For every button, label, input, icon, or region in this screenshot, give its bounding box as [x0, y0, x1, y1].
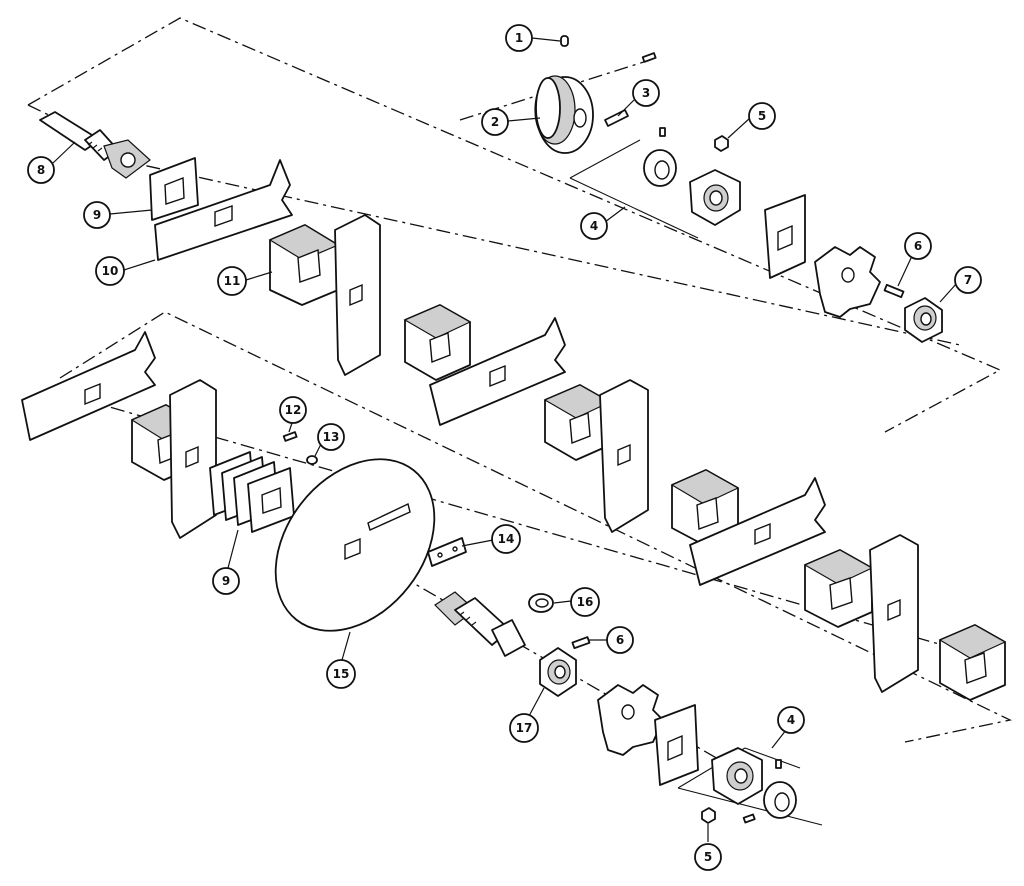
cam-plate-lower	[597, 684, 664, 756]
hex-nut-part-17	[539, 647, 577, 697]
callout-label: 7	[964, 273, 972, 287]
callout-9-lower: 9	[212, 567, 240, 595]
callout-4-upper: 4	[580, 212, 608, 240]
flange-bearing-lower	[711, 747, 763, 805]
callout-label: 11	[224, 274, 241, 288]
callout-label: 4	[590, 219, 598, 233]
spacer-block-upper-2	[403, 304, 472, 381]
shaft-lower	[434, 591, 526, 657]
long-bar-part-10-upper	[154, 159, 293, 261]
callout-label: 6	[914, 239, 922, 253]
small-pin-upper	[641, 52, 657, 63]
callout-17: 17	[509, 713, 539, 743]
callout-15: 15	[326, 659, 356, 689]
callout-13: 13	[317, 423, 345, 451]
spacer-block-upper-6	[938, 624, 1007, 701]
spacer-block-part-11	[268, 224, 340, 306]
callout-label: 5	[758, 109, 766, 123]
callout-label: 2	[491, 115, 499, 129]
callout-label: 9	[93, 208, 101, 222]
small-nut-part-5-lower	[701, 807, 716, 824]
tall-bracket-upper-3	[869, 534, 919, 693]
key-part-3	[604, 109, 629, 127]
tall-bracket-upper-1	[334, 214, 381, 376]
small-nut-part-5-upper	[714, 135, 729, 152]
callout-2: 2	[481, 108, 509, 136]
callout-3: 3	[632, 79, 660, 107]
callout-11: 11	[217, 266, 247, 296]
callout-label: 10	[102, 264, 119, 278]
callout-7: 7	[954, 266, 982, 294]
pin-part-6-lower	[571, 636, 591, 650]
callout-label: 14	[498, 532, 515, 546]
callout-label: 3	[642, 86, 650, 100]
long-bar-upper-3	[689, 477, 826, 586]
callout-5-lower: 5	[694, 843, 722, 871]
tall-bracket-lower-1	[169, 379, 217, 539]
bearing-collar-part-4-lower	[742, 759, 797, 824]
callout-10: 10	[95, 256, 125, 286]
long-bar-upper-2	[429, 317, 566, 426]
mounting-plate-lower	[654, 704, 699, 786]
square-plate-part-9-upper	[149, 157, 199, 221]
plate-stack-part-9-lower	[209, 451, 295, 533]
callout-16: 16	[570, 587, 600, 617]
callout-6-lower: 6	[606, 626, 634, 654]
pulley-part-2	[534, 75, 594, 154]
callout-label: 9	[222, 574, 230, 588]
spacer-block-upper-5	[803, 549, 874, 628]
callout-label: 15	[333, 667, 350, 681]
lower-assembly-boundary	[59, 311, 1013, 743]
disc-part-15	[274, 458, 436, 632]
callout-1: 1	[505, 24, 533, 52]
callout-14: 14	[491, 524, 521, 554]
bearing-subgroup-upper-bracket	[569, 139, 699, 239]
callout-label: 16	[577, 595, 594, 609]
long-bar-lower-1	[21, 331, 156, 441]
cam-plate-upper	[814, 246, 881, 318]
callout-label: 1	[515, 31, 523, 45]
screw-part-12	[282, 431, 298, 442]
callout-12: 12	[279, 396, 307, 424]
upper-assembly-boundary	[27, 17, 1002, 433]
callout-label: 4	[787, 713, 795, 727]
mounting-plate-upper	[764, 194, 806, 279]
washer-part-13	[306, 455, 318, 465]
bearing-collar-part-4-upper	[643, 127, 677, 187]
spacer-block-upper-3	[543, 384, 612, 461]
callout-label: 17	[516, 721, 533, 735]
shaft-part-8	[39, 111, 151, 179]
callout-4-lower: 4	[777, 706, 805, 734]
callout-label: 13	[323, 430, 340, 444]
flange-bearing-upper	[689, 169, 741, 226]
callout-label: 12	[285, 403, 302, 417]
tall-bracket-upper-2	[599, 379, 649, 533]
set-screw-part-1	[560, 35, 569, 47]
callout-6-upper: 6	[904, 232, 932, 260]
washer-part-16	[528, 593, 554, 613]
callout-8: 8	[27, 156, 55, 184]
pin-part-6-upper	[883, 283, 905, 299]
callout-label: 5	[704, 850, 712, 864]
callout-5-upper: 5	[748, 102, 776, 130]
hex-nut-part-7	[904, 297, 943, 343]
callout-9-upper: 9	[83, 201, 111, 229]
callout-label: 6	[616, 633, 624, 647]
link-plate-part-14	[427, 537, 467, 567]
callout-label: 8	[37, 163, 45, 177]
